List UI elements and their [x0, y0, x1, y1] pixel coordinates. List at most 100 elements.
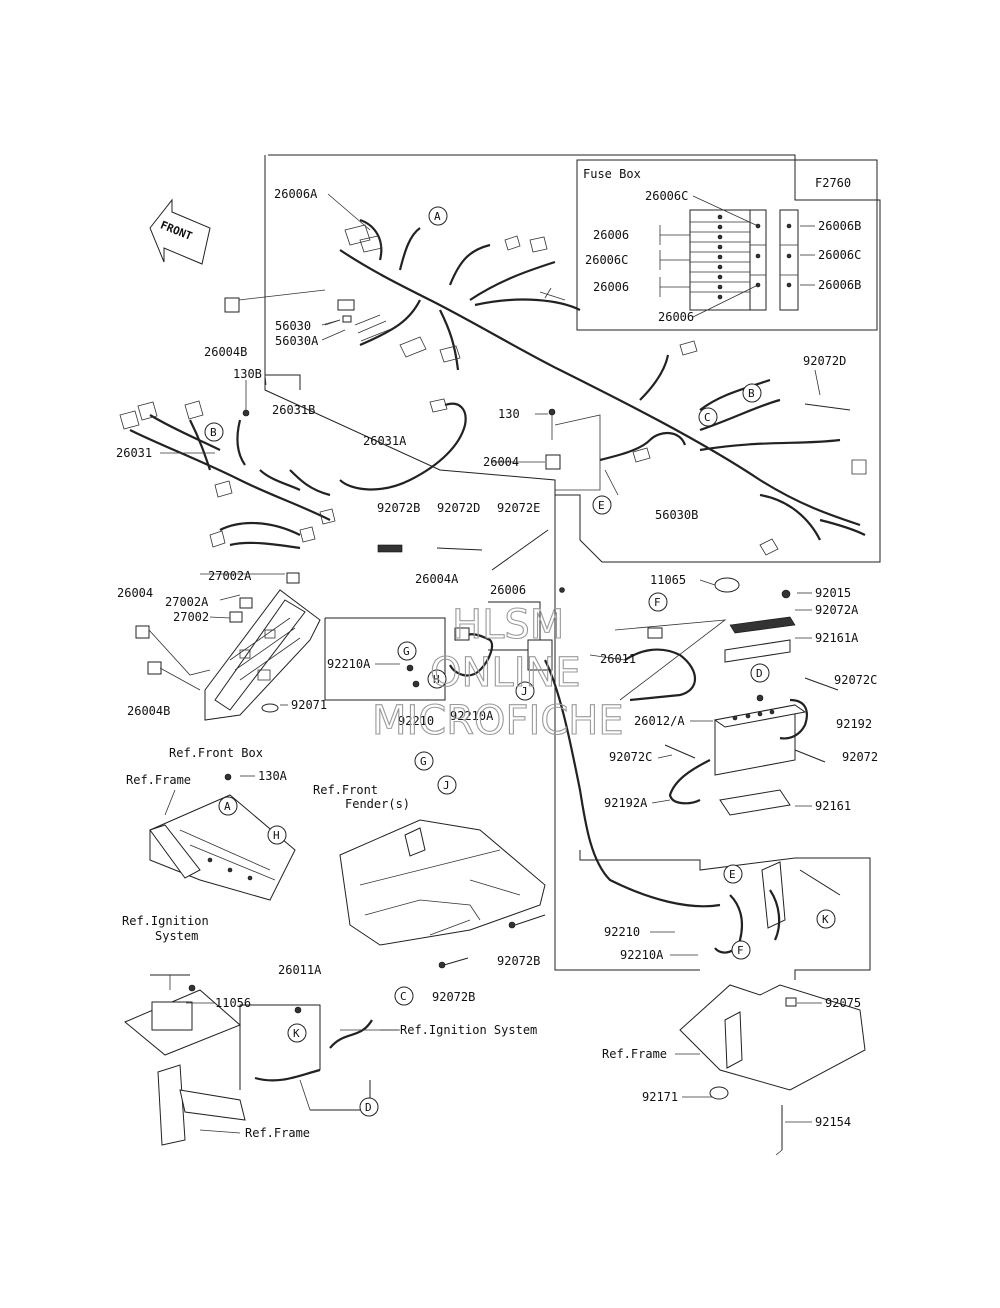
svg-text:G: G	[403, 645, 410, 658]
main-wiring-harness	[339, 218, 867, 556]
ref-ignition-1: Ref.Ignition	[122, 914, 209, 928]
label-92072D-right: 92072D	[803, 354, 846, 368]
label-26012A: 26012/A	[634, 714, 685, 728]
label-92072C-left: 92072C	[609, 750, 652, 764]
svg-text:H: H	[273, 829, 280, 842]
label-26006: 26006	[490, 583, 526, 597]
watermark-line-3: MICROFICHE	[372, 698, 624, 744]
battery-assembly	[614, 577, 839, 816]
label-92210A: 92210A	[327, 657, 371, 671]
lower-right-bracket-assembly	[554, 480, 871, 1156]
svg-text:J: J	[521, 685, 528, 698]
callout-J-mid: J	[515, 681, 535, 701]
callout-C-right: C	[698, 407, 718, 427]
bolt-130	[548, 408, 556, 440]
ref-front-box: Ref.Front Box	[169, 746, 263, 760]
svg-text:B: B	[748, 387, 755, 400]
fuse-label-left-3: 26006C	[585, 253, 628, 267]
callout-G-mid: G	[397, 641, 417, 661]
reference-labels: Ref.Front Box Ref.Frame Ref.Front Fender…	[122, 746, 667, 1140]
tie-92072D-right	[804, 403, 851, 411]
ref-front-fender-2: Fender(s)	[345, 797, 410, 811]
callout-E-mid: E	[592, 495, 612, 515]
watermark-line-1: HLSM	[452, 602, 564, 648]
label-27002: 27002	[173, 610, 209, 624]
callout-F-top: F	[648, 592, 668, 612]
front-fender-assembly	[339, 819, 546, 969]
label-130: 130	[498, 407, 520, 421]
fuse-label-left-4: 26006	[593, 280, 629, 294]
label-92210A-b: 92210A	[450, 709, 494, 723]
svg-text:K: K	[822, 913, 829, 926]
ref-ignition-2: System	[155, 929, 198, 943]
callout-K-lower: K	[287, 1023, 307, 1043]
svg-text:A: A	[224, 800, 231, 813]
label-27002A: 27002A	[165, 595, 209, 609]
label-92161: 92161	[815, 799, 851, 813]
callout-E-lower: E	[723, 864, 743, 884]
fuse-box-inset: Fuse Box 26006C 26006 26006C 26006 26006	[576, 159, 878, 331]
svg-text:F: F	[737, 944, 744, 957]
fuse-label-right-1: 26006B	[818, 219, 861, 233]
label-11065: 11065	[650, 573, 686, 587]
leader-lines	[160, 193, 822, 1123]
part-number-labels: 26006A 26004B 56030 56030A 130B 26031B 2…	[116, 187, 878, 1129]
connector-26004B-top	[224, 289, 326, 313]
label-92071: 92071	[291, 698, 327, 712]
callout-H-frame: H	[267, 825, 287, 845]
clip-56030	[324, 299, 355, 326]
label-26006A: 26006A	[274, 187, 318, 201]
fuse-label-right-2: 26006C	[818, 248, 861, 262]
svg-text:F: F	[654, 596, 661, 609]
label-92072: 92072	[842, 750, 878, 764]
label-130A: 130A	[258, 769, 288, 783]
label-26011: 26011	[600, 652, 636, 666]
label-26004-mid: 26004	[483, 455, 519, 469]
label-26004B-top: 26004B	[204, 345, 247, 359]
battery-lead-26011	[488, 587, 721, 908]
main-harness-outline	[264, 154, 881, 563]
ignition-mount-assembly	[124, 974, 241, 1056]
svg-text:E: E	[598, 499, 605, 512]
callout-F-lower: F	[731, 940, 751, 960]
label-26011A: 26011A	[278, 963, 322, 977]
label-26031A: 26031A	[363, 434, 407, 448]
connector-26004-mid	[545, 414, 601, 491]
ref-ignition-system: Ref.Ignition System	[400, 1023, 537, 1037]
callout-A-frame: A	[218, 796, 238, 816]
callout-G-fender: G	[414, 751, 434, 771]
label-92072B-b: 92072B	[432, 990, 475, 1004]
callouts: A B B C E F D G H J A H G J E F K C K D	[204, 206, 836, 1117]
label-92072D: 92072D	[437, 501, 480, 515]
label-92210-right: 92210	[604, 925, 640, 939]
svg-text:C: C	[704, 411, 711, 424]
figure-code: F2760	[815, 176, 851, 190]
frame-left-assembly	[149, 773, 296, 901]
watermark: HLSM ONLINE MICROFICHE	[371, 601, 624, 744]
sub-harness-26031	[119, 374, 336, 550]
svg-text:B: B	[210, 426, 217, 439]
label-92072C-right: 92072C	[834, 673, 877, 687]
label-92072B-a: 92072B	[497, 954, 540, 968]
label-92015: 92015	[815, 586, 851, 600]
callout-H-mid: H	[427, 669, 447, 689]
label-26031: 26031	[116, 446, 152, 460]
svg-text:J: J	[443, 779, 450, 792]
svg-text:D: D	[365, 1101, 372, 1114]
tie-92072B	[377, 544, 403, 553]
label-92161A: 92161A	[815, 631, 859, 645]
fuse-label-left-1: 26006C	[645, 189, 688, 203]
svg-text:G: G	[420, 755, 427, 768]
fuse-label-right-3: 26006B	[818, 278, 861, 292]
front-box-assembly	[135, 572, 321, 721]
label-56030B: 56030B	[655, 508, 698, 522]
label-92075: 92075	[825, 996, 861, 1010]
label-56030A: 56030A	[275, 334, 319, 348]
label-92171: 92171	[642, 1090, 678, 1104]
callout-D-lower: D	[359, 1097, 379, 1117]
ref-frame-b: Ref.Frame	[602, 1047, 667, 1061]
callout-B-right: B	[742, 383, 762, 403]
label-56030: 56030	[275, 319, 311, 333]
callout-A-top: A	[428, 206, 448, 226]
